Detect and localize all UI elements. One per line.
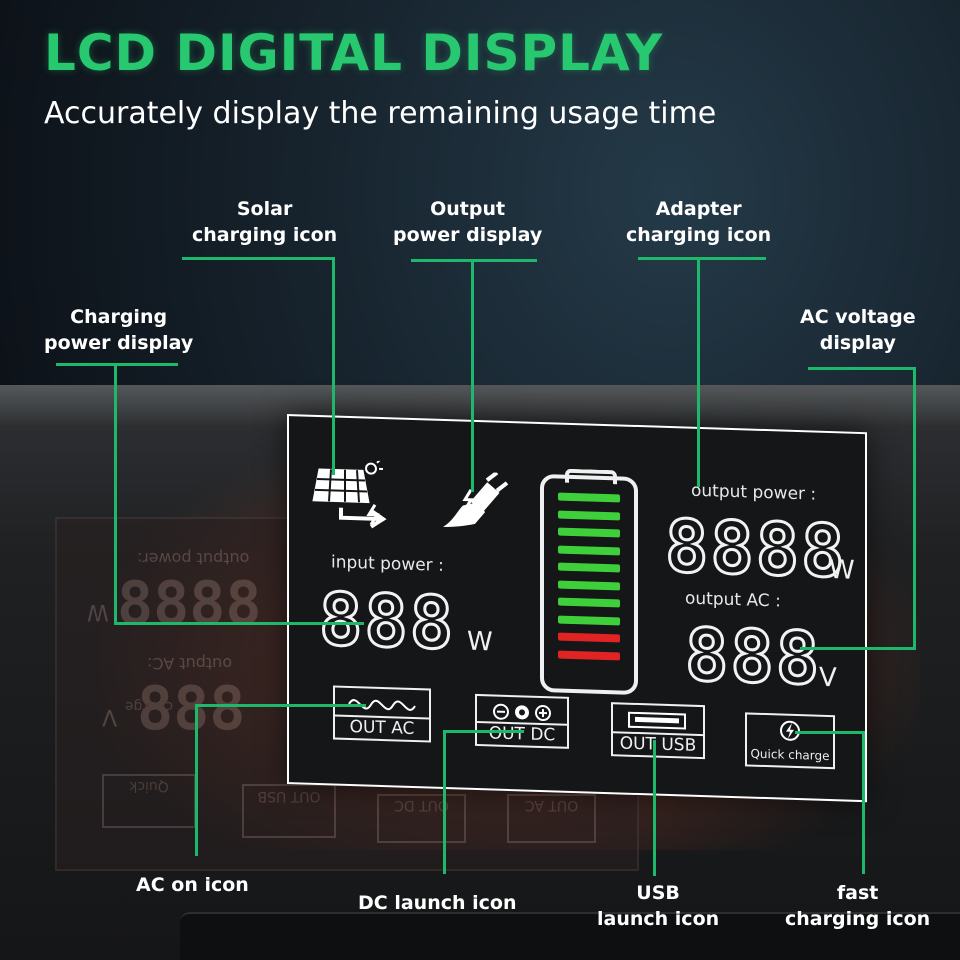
- leader-acon-v: [195, 704, 198, 856]
- quick-charge-label: Quick charge: [747, 743, 833, 767]
- leader-adapter-h: [638, 257, 766, 260]
- leader-acon-h: [196, 704, 366, 707]
- callout-usb-launch: USB launch icon: [597, 880, 719, 932]
- usb-port-icon: [628, 711, 686, 730]
- battery-bar: [558, 527, 620, 538]
- device-top-edge: [0, 385, 960, 425]
- callout-usb-line1: USB: [636, 882, 680, 904]
- battery-bar: [558, 510, 620, 520]
- leader-output-v: [471, 259, 474, 492]
- output-power-label: output power :: [691, 480, 817, 505]
- out-dc-label: OUT DC: [477, 720, 567, 746]
- leader-charging-h2: [114, 622, 364, 625]
- battery-bar: [558, 562, 620, 573]
- callout-charging-power: Charging power display: [44, 304, 193, 356]
- leader-adapter-v: [697, 257, 700, 487]
- callout-usb-line2: launch icon: [597, 908, 720, 930]
- leader-acv-v: [913, 367, 916, 649]
- leader-solar-h: [182, 257, 334, 260]
- leader-fast-h: [795, 731, 865, 734]
- out-ac-label: OUT AC: [335, 714, 429, 740]
- callout-acv-line2: display: [819, 332, 896, 354]
- output-power-unit: W: [829, 555, 855, 586]
- leader-usb-v: [653, 740, 656, 876]
- input-power-label: input power :: [331, 552, 444, 576]
- out-usb-indicator: OUT USB: [611, 702, 705, 760]
- callout-output-power: Output power display: [393, 196, 542, 248]
- reflection-digits-top: 8888: [117, 569, 262, 639]
- callout-solar-line1: Solar: [236, 198, 293, 220]
- leader-output-h: [411, 259, 537, 262]
- callout-adapter-line2: charging icon: [626, 224, 772, 246]
- callout-ac-on: AC on icon: [136, 874, 249, 896]
- out-ac-indicator: OUT AC: [333, 685, 431, 743]
- callout-output-line1: Output: [430, 198, 506, 220]
- battery-bar: [558, 632, 620, 643]
- output-ac-digits: 888: [684, 611, 823, 702]
- callout-acv-line1: AC voltage: [800, 306, 916, 328]
- callout-solar-line2: charging icon: [192, 224, 338, 246]
- leader-dc-v: [443, 730, 446, 874]
- output-power-digits: 8888: [664, 502, 848, 595]
- quick-charge-indicator: Quick charge: [745, 712, 835, 770]
- solar-panel-icon: [312, 458, 387, 529]
- callout-fast-charging: fast charging icon: [785, 880, 930, 932]
- reflection-v: V: [102, 704, 118, 729]
- reflection-w: W: [87, 599, 109, 624]
- leader-charging-h: [56, 363, 178, 366]
- leader-fast-v: [862, 731, 865, 874]
- leader-solar-v: [332, 257, 335, 475]
- out-dc-indicator: OUT DC: [475, 693, 569, 749]
- callout-charging-line1: Charging: [70, 306, 168, 328]
- battery-bar: [558, 492, 620, 503]
- callout-ac-voltage: AC voltage display: [800, 304, 916, 356]
- leader-acv-h2: [800, 647, 916, 650]
- battery-bar: [558, 597, 620, 608]
- page-subtitle: Accurately display the remaining usage t…: [44, 96, 717, 131]
- reflection-box-dc: OUT DC: [377, 794, 466, 843]
- callout-fast-line1: fast: [836, 882, 879, 904]
- callout-output-line2: power display: [393, 224, 543, 246]
- leader-acv-h: [808, 367, 916, 370]
- device-lower-slot: [180, 912, 960, 960]
- reflection-output-label: output power:: [137, 549, 250, 568]
- output-ac-label: output AC :: [685, 588, 781, 612]
- battery-icon: [540, 473, 638, 696]
- lcd-panel: input power : 888 W output power : 8888 …: [287, 414, 867, 803]
- dc-symbols-icon: [493, 703, 551, 722]
- reflection-ac-label: output AC:: [147, 654, 233, 673]
- output-ac-unit: V: [819, 662, 837, 694]
- adapter-plug-icon: [443, 470, 509, 527]
- reflection-box-ac: OUT AC: [507, 794, 596, 843]
- leader-charging-v: [114, 363, 117, 625]
- callout-dc-launch: DC launch icon: [358, 892, 517, 914]
- input-power-unit: W: [467, 626, 493, 658]
- reflection-box-quick: Quick charge: [102, 698, 196, 828]
- battery-bar: [558, 615, 620, 625]
- reflection-box-usb: OUT USB: [242, 784, 336, 838]
- callout-adapter-line1: Adapter: [655, 198, 742, 220]
- battery-bar: [558, 650, 620, 660]
- out-usb-label: OUT USB: [613, 731, 703, 757]
- page-title: LCD DIGITAL DISPLAY: [44, 24, 664, 82]
- callout-solar: Solar charging icon: [192, 196, 337, 248]
- battery-bar: [558, 545, 620, 555]
- callout-adapter: Adapter charging icon: [626, 196, 771, 248]
- callout-fast-line2: charging icon: [785, 908, 931, 930]
- leader-dc-h: [444, 730, 524, 733]
- battery-bar: [558, 580, 620, 590]
- callout-charging-line2: power display: [44, 332, 194, 354]
